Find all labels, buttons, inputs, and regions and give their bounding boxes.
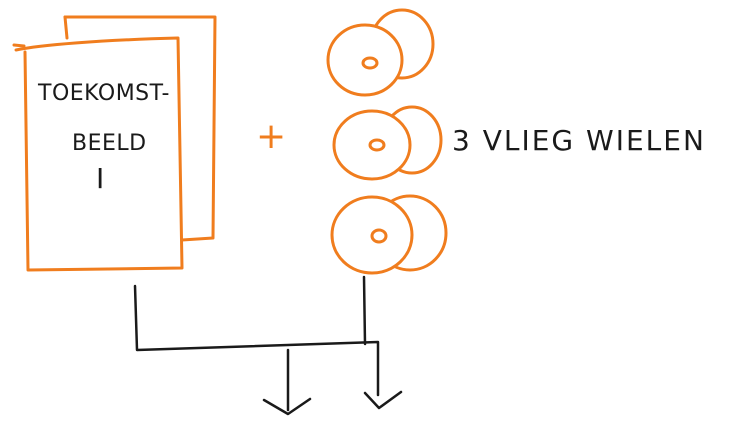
plus-sign: +	[256, 116, 286, 157]
back-card	[63, 15, 217, 242]
connector-lines	[133, 275, 380, 412]
card-title-line2: BEELD	[72, 131, 147, 156]
card-roman-numeral: I	[96, 162, 104, 195]
front-card	[12, 36, 184, 272]
arrow-left	[262, 397, 312, 416]
arrow-right	[363, 390, 403, 410]
flywheel-bottom	[330, 194, 448, 275]
flywheel-top	[326, 8, 435, 97]
flywheel-middle	[332, 105, 443, 181]
card-title-line1: TOEKOMST-	[37, 81, 170, 106]
flywheels-label: 3 VLIEG WIELEN	[452, 124, 706, 157]
